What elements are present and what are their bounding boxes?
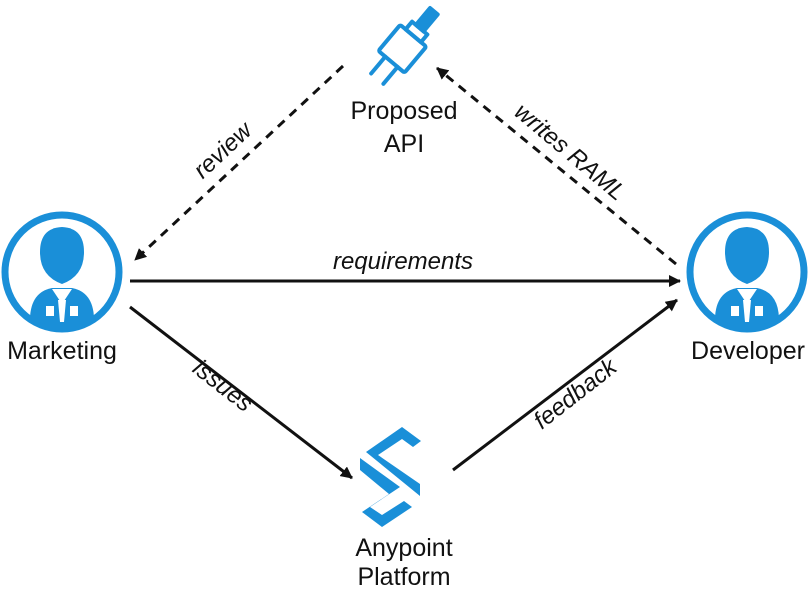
plug-icon xyxy=(369,6,440,86)
node-label-proposed-api-line2: API xyxy=(384,130,424,158)
edge-writes-raml xyxy=(436,66,677,266)
edge-feedback xyxy=(452,298,678,472)
node-proposed-api: Proposed API xyxy=(350,6,458,158)
edge-label-writes-raml: writes RAML xyxy=(509,98,631,206)
edge-label-requirements: requirements xyxy=(333,248,473,275)
edge-label-review: review xyxy=(188,116,258,184)
node-label-developer: Developer xyxy=(691,337,805,365)
node-label-proposed-api-line1: Proposed xyxy=(350,97,457,125)
node-label-anypoint-line1: Anypoint xyxy=(355,534,452,562)
node-label-marketing: Marketing xyxy=(7,337,117,365)
edge-review xyxy=(133,64,345,262)
edge-label-issues: issues xyxy=(188,355,258,418)
node-developer: Developer xyxy=(686,211,808,365)
edge-label-feedback: feedback xyxy=(529,352,624,434)
node-label-anypoint-line2: Platform xyxy=(357,563,450,590)
node-marketing: Marketing xyxy=(1,211,123,365)
person-icon xyxy=(1,211,123,333)
node-anypoint-platform: Anypoint Platform xyxy=(355,427,453,590)
edge-issues xyxy=(129,305,353,480)
anypoint-logo-icon xyxy=(360,427,421,527)
person-icon xyxy=(686,211,808,333)
